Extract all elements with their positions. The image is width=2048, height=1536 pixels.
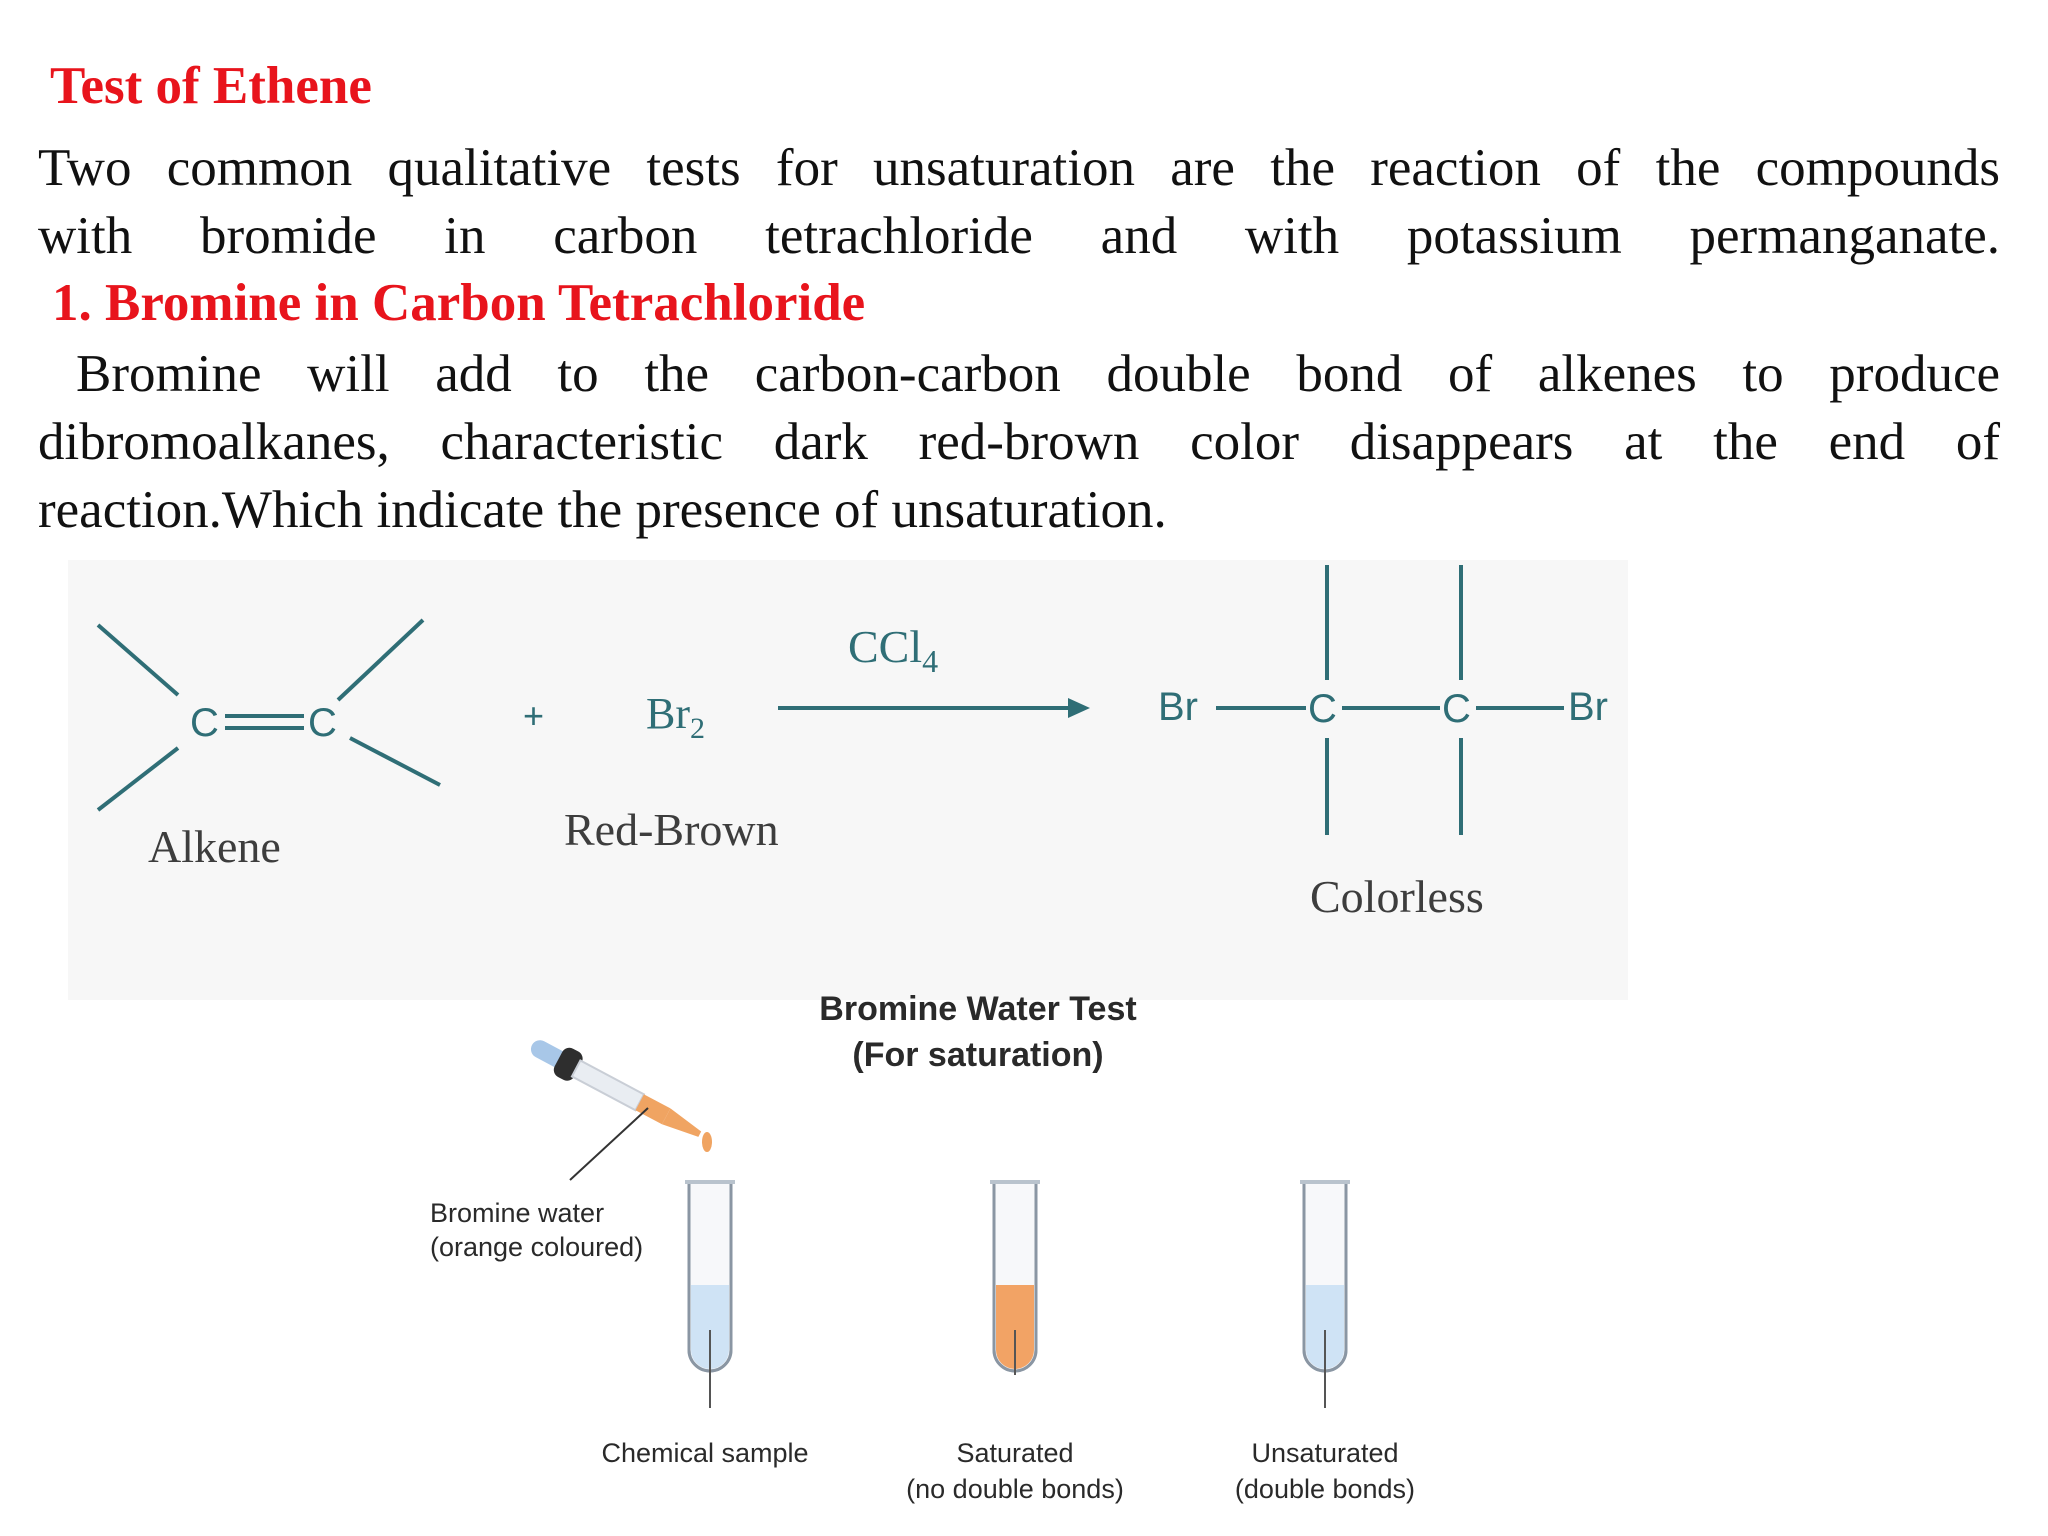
alkene-label: Alkene [148, 821, 281, 872]
bromine-reagent-symbol: Br [646, 689, 690, 738]
tube-liquid [996, 1285, 1034, 1369]
reaction-arrowhead [1068, 698, 1090, 718]
solvent-label: CCl4 [848, 621, 938, 679]
alkene-carbon-1: C [190, 701, 219, 745]
bromine-reagent-subscript: 2 [690, 712, 705, 745]
section-line-2: dibromoalkanes, characteristic dark red-… [38, 413, 2000, 471]
intro-line-1: Two common qualitative tests for unsatur… [38, 139, 2000, 197]
tube-2-label-line1: Saturated [956, 1438, 1073, 1468]
solvent-symbol: CCl [848, 621, 922, 672]
bromine-water-test: Bromine Water Test (For saturation) Brom… [430, 990, 1415, 1504]
section-heading: 1. Bromine in Carbon Tetrachloride [52, 274, 866, 332]
bromine-drop [702, 1132, 712, 1152]
alkene-structure [96, 618, 441, 812]
tube-3-label-line1: Unsaturated [1251, 1438, 1398, 1468]
product-bromine-left: Br [1158, 685, 1198, 729]
section-paragraph: Bromine will add to the carbon-carbon do… [38, 340, 2000, 544]
dropper-pointer [569, 1107, 649, 1181]
test-title-line1: Bromine Water Test [819, 990, 1136, 1028]
tube-2-label-line2: (no double bonds) [906, 1474, 1124, 1504]
bromine-reagent: Br2 [646, 689, 705, 745]
test-tube-saturated [990, 1180, 1040, 1375]
reagent-label: Red-Brown [564, 804, 779, 855]
intro-line-2: with bromide in carbon tetrachloride and… [38, 207, 2000, 265]
product-label: Colorless [1310, 871, 1484, 922]
product-vertical-bonds [1325, 565, 1463, 835]
test-tube-unsaturated [1300, 1180, 1350, 1408]
alkene-carbon-2: C [308, 701, 337, 745]
dropper-label-line2: (orange coloured) [430, 1232, 643, 1262]
product-carbon-1: C [1308, 687, 1337, 731]
page-title: Test of Ethene [50, 57, 372, 115]
solvent-subscript: 4 [922, 643, 938, 679]
tube-liquid [1306, 1285, 1344, 1369]
test-tube-chemical-sample [685, 1180, 735, 1408]
section-line-1: Bromine will add to the carbon-carbon do… [76, 345, 2000, 403]
tube-1-label-line1: Chemical sample [601, 1438, 808, 1468]
plus-sign: + [523, 695, 544, 736]
product-bromine-right: Br [1568, 685, 1608, 729]
tube-3-label-line2: (double bonds) [1235, 1474, 1415, 1504]
reaction-scheme: C C Alkene + Br2 Red-Brown CCl4 Br C C B… [68, 560, 1628, 1000]
dropper-label-line1: Bromine water [430, 1198, 604, 1228]
tube-liquid [691, 1285, 729, 1369]
test-title-line2: (For saturation) [852, 1036, 1103, 1074]
section-line-3: reaction.Which indicate the presence of … [38, 481, 1167, 539]
product-carbon-2: C [1442, 687, 1471, 731]
dropper-icon [530, 1040, 702, 1137]
intro-paragraph: Two common qualitative tests for unsatur… [38, 134, 2000, 270]
